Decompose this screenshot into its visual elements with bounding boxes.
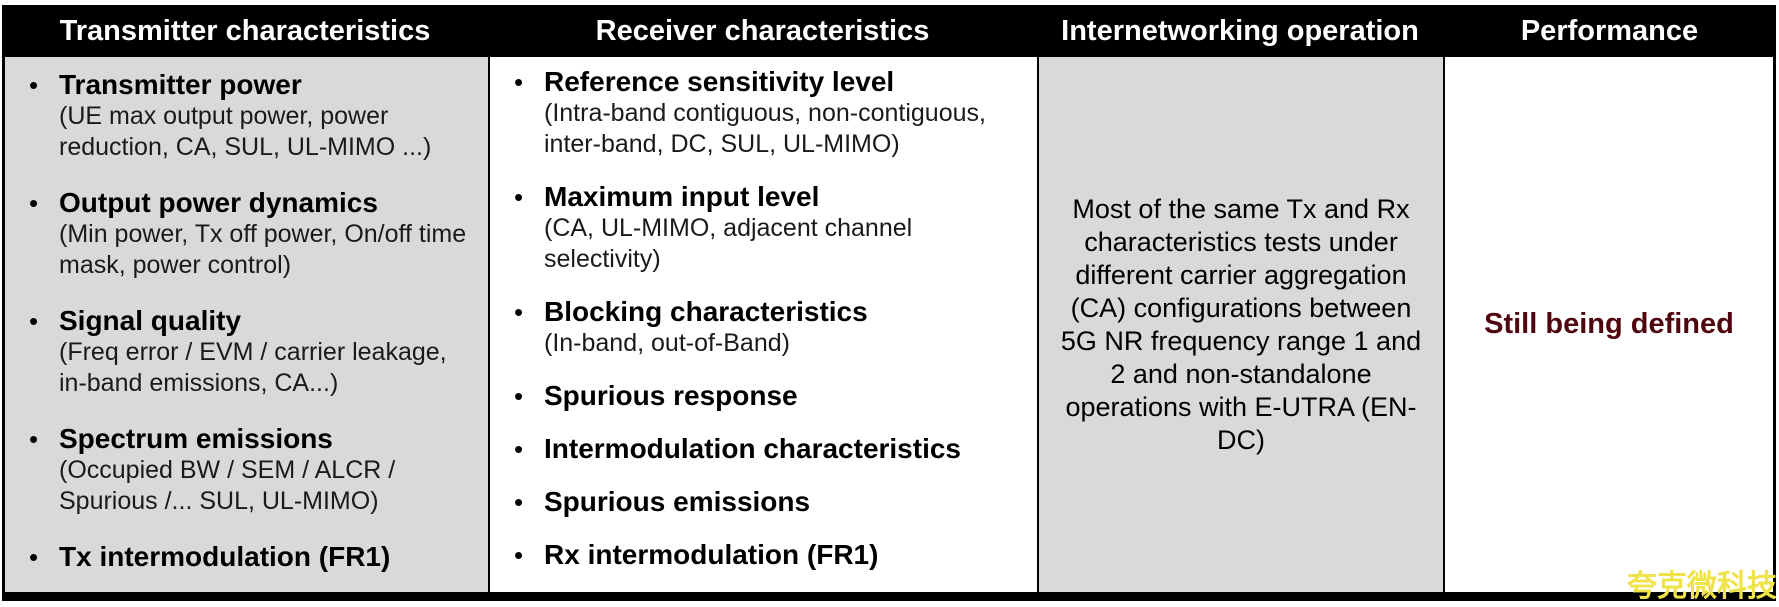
- item-title: Spurious response: [544, 380, 798, 411]
- table-body-row: • Transmitter power (UE max output power…: [2, 57, 1776, 601]
- item-detail: (Freq error / EVM / carrier leakage, in-…: [59, 338, 447, 397]
- list-item: • Output power dynamics (Min power, Tx o…: [25, 187, 480, 281]
- cell-performance: Still being defined: [1443, 57, 1773, 592]
- bullet-icon: •: [514, 487, 524, 517]
- item-title: Reference sensitivity level: [544, 66, 895, 97]
- header-internetworking-operation: Internetworking operation: [1061, 14, 1419, 47]
- bullet-icon: •: [29, 542, 39, 572]
- watermark-text: 夸克微科技: [1627, 570, 1777, 603]
- list-item: • Tx intermodulation (FR1): [25, 541, 480, 573]
- item-detail: (Min power, Tx off power, On/off time ma…: [59, 220, 467, 279]
- item-title: Output power dynamics: [59, 187, 378, 218]
- cell-receiver-characteristics: • Reference sensitivity level (Intra-ban…: [488, 57, 1037, 592]
- list-item: • Signal quality (Freq error / EVM / car…: [25, 305, 480, 399]
- item-detail: (Occupied BW / SEM / ALCR / Spurious /..…: [59, 456, 396, 515]
- item-title: Spurious emissions: [544, 486, 811, 517]
- list-item: • Spurious emissions: [510, 486, 1029, 518]
- cell-internetworking-operation: Most of the same Tx and Rx characteristi…: [1037, 57, 1443, 592]
- list-item: • Transmitter power (UE max output power…: [25, 69, 480, 163]
- list-item: • Reference sensitivity level (Intra-ban…: [510, 66, 1029, 160]
- bullet-icon: •: [514, 297, 524, 327]
- bullet-icon: •: [514, 540, 524, 570]
- list-item: • Maximum input level (CA, UL-MIMO, adja…: [510, 181, 1029, 275]
- bullet-icon: •: [29, 70, 39, 100]
- item-title: Tx intermodulation (FR1): [59, 541, 391, 572]
- list-item: • Spurious response: [510, 380, 1029, 412]
- list-item: • Intermodulation characteristics: [510, 433, 1029, 465]
- test-categories-table: Transmitter characteristics Receiver cha…: [2, 5, 1776, 601]
- performance-status-text: Still being defined: [1484, 308, 1734, 340]
- item-detail: (Intra-band contiguous, non-contiguous, …: [544, 99, 986, 158]
- receiver-bullet-list: • Reference sensitivity level (Intra-ban…: [490, 57, 1037, 579]
- item-detail: (In-band, out-of-Band): [544, 329, 790, 357]
- bullet-icon: •: [514, 381, 524, 411]
- header-transmitter-characteristics: Transmitter characteristics: [59, 14, 431, 47]
- item-title: Maximum input level: [544, 181, 820, 212]
- header-performance: Performance: [1520, 14, 1699, 47]
- item-title: Signal quality: [59, 305, 242, 336]
- header-receiver-characteristics: Receiver characteristics: [595, 14, 930, 47]
- item-title: Blocking characteristics: [544, 296, 868, 327]
- item-title: Intermodulation characteristics: [544, 433, 962, 464]
- item-title: Rx intermodulation (FR1): [544, 539, 879, 570]
- internetworking-description: Most of the same Tx and Rx characteristi…: [1060, 193, 1422, 455]
- list-item: • Blocking characteristics (In-band, out…: [510, 296, 1029, 359]
- bullet-icon: •: [29, 424, 39, 454]
- list-item: • Spectrum emissions (Occupied BW / SEM …: [25, 423, 480, 517]
- bullet-icon: •: [29, 188, 39, 218]
- bullet-icon: •: [514, 434, 524, 464]
- bullet-icon: •: [29, 306, 39, 336]
- list-item: • Rx intermodulation (FR1): [510, 539, 1029, 571]
- bullet-icon: •: [514, 182, 524, 212]
- item-detail: (UE max output power, power reduction, C…: [59, 102, 432, 161]
- item-title: Spectrum emissions: [59, 423, 333, 454]
- item-detail: (CA, UL-MIMO, adjacent channel selectivi…: [544, 214, 913, 273]
- bullet-icon: •: [514, 67, 524, 97]
- item-title: Transmitter power: [59, 69, 302, 100]
- table-header-row: Transmitter characteristics Receiver cha…: [2, 5, 1776, 57]
- transmitter-bullet-list: • Transmitter power (UE max output power…: [5, 57, 488, 581]
- cell-transmitter-characteristics: • Transmitter power (UE max output power…: [5, 57, 488, 592]
